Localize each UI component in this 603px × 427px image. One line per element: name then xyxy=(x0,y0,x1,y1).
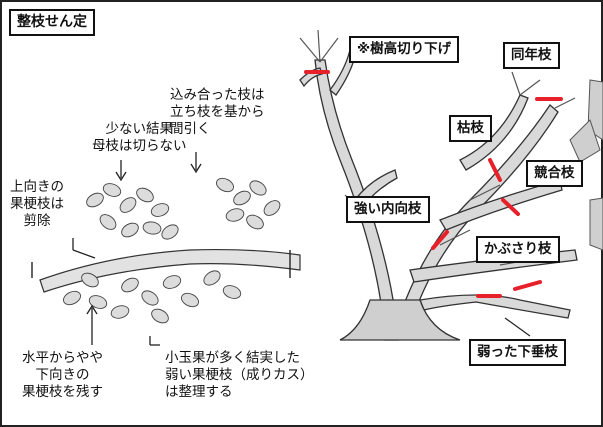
note-komiatta-line1: 込み合った枝は xyxy=(170,87,265,103)
label-kabusari: かぶさり枝 xyxy=(476,236,560,263)
note-kodama-line2: 弱い果梗枝（成りカス） xyxy=(165,367,314,383)
note-suihei-line3: 果梗枝を残す xyxy=(22,384,103,400)
label-dounen: 同年枝 xyxy=(503,42,560,69)
leaf-clusters xyxy=(63,177,281,324)
note-suihei-line1: 水平からやや xyxy=(22,350,103,366)
label-kyougou: 競合枝 xyxy=(526,160,583,187)
note-uemuki-line1: 上向きの xyxy=(10,179,64,195)
label-yowatta: 弱った下垂枝 xyxy=(469,339,566,366)
cut-marks xyxy=(304,70,563,298)
note-kodama-line1: 小玉果が多く結実した xyxy=(165,350,300,366)
note-uemuki-line3: 剪除 xyxy=(23,213,51,229)
note-komiatta-line2: 立ち枝を基から xyxy=(170,104,265,120)
label-jukou: ※樹高切り下げ xyxy=(349,36,460,63)
tree xyxy=(299,49,578,341)
note-komiatta: 込み合った枝は 立ち枝を基から 間引く xyxy=(170,87,265,138)
note-sukunai-line2: 母枝は切らない xyxy=(92,138,187,154)
note-uemuki: 上向きの 果梗枝は 剪除 xyxy=(10,179,64,230)
cut-mark-kare xyxy=(488,158,502,182)
page-title: 整枝せん定 xyxy=(9,9,95,36)
cut-mark-kyougou xyxy=(501,198,520,216)
note-suihei: 水平からやや 下向きの 果梗枝を残す xyxy=(22,350,103,401)
pointer-lines xyxy=(72,152,202,346)
cut-mark-kabusari xyxy=(513,280,542,291)
note-sukunai: 少ない結果 母枝は切らない xyxy=(92,121,187,155)
note-kodama-line3: は整理する xyxy=(165,384,233,400)
edge-arrows xyxy=(569,79,603,251)
fruiting-branch xyxy=(31,248,301,293)
note-uemuki-line2: 果梗枝は xyxy=(10,196,64,212)
cut-mark-tsuyoi xyxy=(431,230,449,250)
note-sukunai-line1: 少ない結果 xyxy=(105,121,174,137)
note-komiatta-line3: 間引く xyxy=(170,121,211,137)
label-kare: 枯枝 xyxy=(449,115,492,142)
pointer-yowatta xyxy=(504,317,531,337)
note-kodama: 小玉果が多く結実した 弱い果梗枝（成りカス） は整理する xyxy=(165,350,314,401)
note-suihei-line2: 下向きの xyxy=(35,367,90,383)
label-tsuyoi: 強い内向枝 xyxy=(346,196,430,223)
